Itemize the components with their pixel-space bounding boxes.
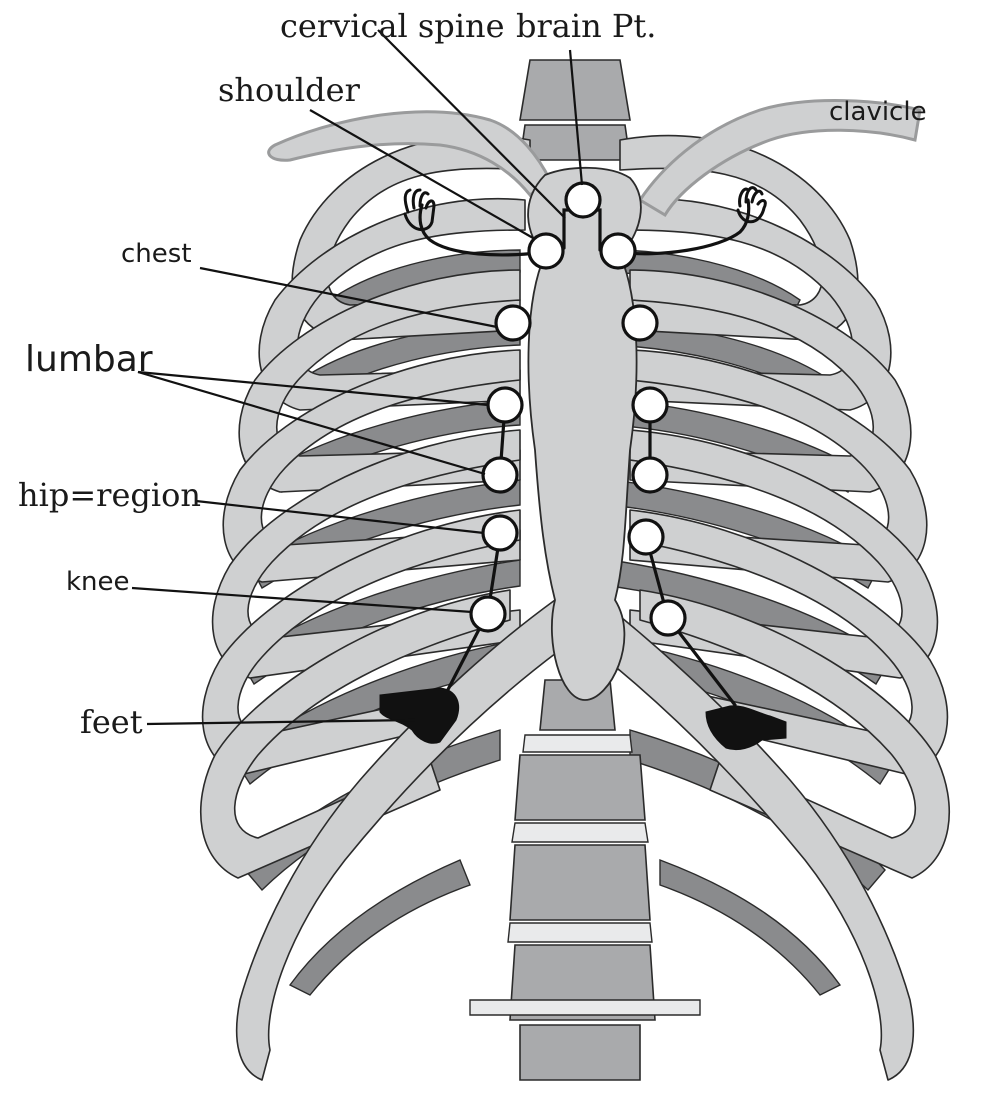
- label-clavicle: clavicle: [829, 97, 927, 127]
- node-lumbar-left-2: [483, 458, 517, 492]
- node-brain: [566, 183, 600, 217]
- node-chest-left: [496, 306, 530, 340]
- label-hip-region: hip=region: [18, 476, 201, 514]
- node-shoulder-right: [601, 234, 635, 268]
- label-feet: feet: [80, 703, 143, 741]
- node-hip-right: [629, 520, 663, 554]
- node-hip-left: [483, 516, 517, 550]
- label-cervical-spine: cervical spine: [280, 7, 505, 45]
- label-chest: chest: [121, 239, 192, 269]
- node-lumbar-left-1: [488, 388, 522, 422]
- node-shoulder-left: [529, 234, 563, 268]
- node-lumbar-right-2: [633, 458, 667, 492]
- node-knee-left: [471, 597, 505, 631]
- label-brain-pt: brain Pt.: [516, 7, 656, 45]
- node-knee-right: [651, 601, 685, 635]
- label-lumbar: lumbar: [25, 339, 153, 380]
- node-lumbar-right-1: [633, 388, 667, 422]
- label-shoulder: shoulder: [218, 71, 361, 109]
- label-knee: knee: [66, 567, 130, 597]
- node-chest-right: [623, 306, 657, 340]
